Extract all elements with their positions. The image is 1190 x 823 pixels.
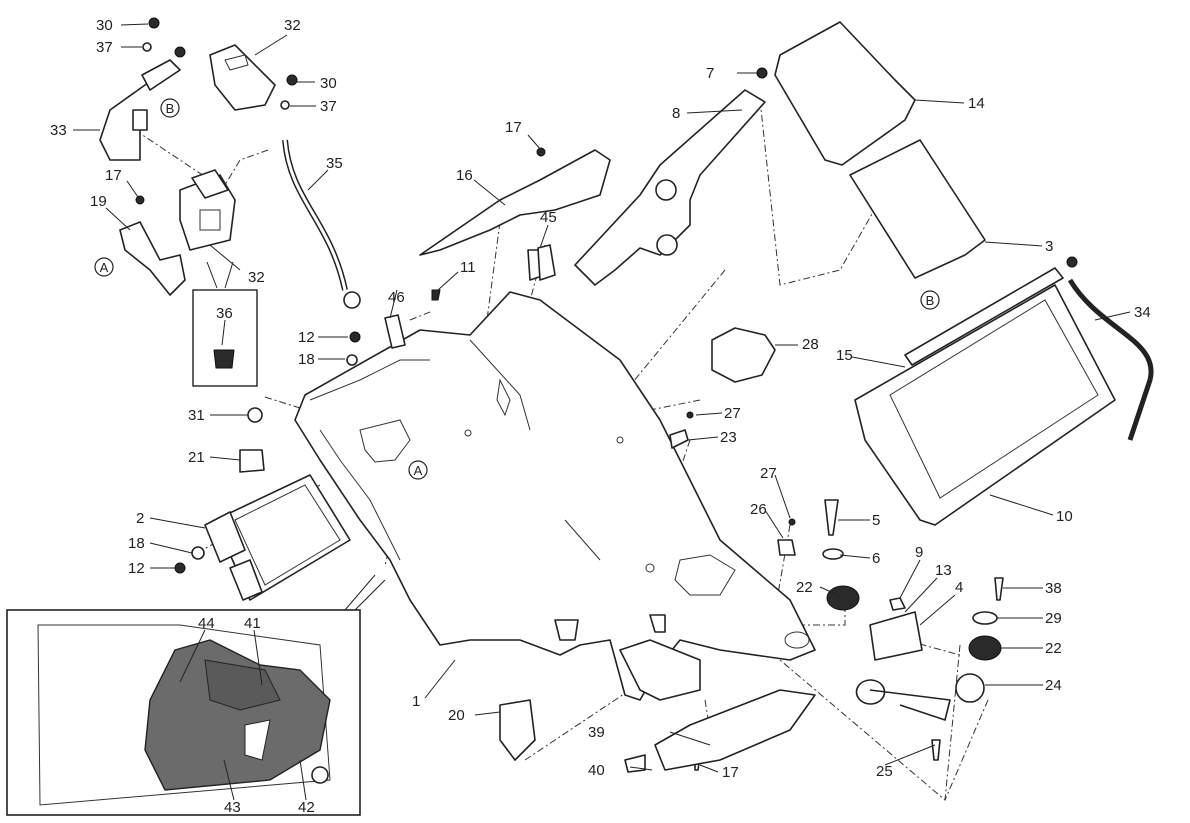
callout-labels: 30 37 33 17 19 32 30 37 35 32 36 46 11 1… [50, 17, 1151, 816]
callout: 43 [224, 799, 241, 816]
callout: 21 [188, 449, 205, 466]
part-36-fuse-box [192, 289, 258, 387]
part-14-battery-cover [774, 21, 916, 166]
callout: 28 [802, 336, 819, 353]
callout: 12 [128, 560, 145, 577]
callout: 10 [1056, 508, 1073, 525]
callout: 6 [872, 550, 880, 567]
callout: 17 [505, 119, 522, 136]
callout: 44 [198, 615, 215, 632]
callout: 4 [955, 579, 963, 596]
callout: 45 [540, 209, 557, 226]
callout: 27 [760, 465, 777, 482]
svg-text:B: B [166, 101, 175, 116]
callout: 1 [412, 693, 420, 710]
part-2-ecu [204, 474, 351, 601]
callout: 41 [244, 615, 261, 632]
callout: 17 [105, 167, 122, 184]
callout: 26 [750, 501, 767, 518]
callout: 19 [90, 193, 107, 210]
callout: 5 [872, 512, 880, 529]
callout: 39 [588, 724, 605, 741]
fuse-box-bracket [206, 261, 234, 289]
callout: 12 [298, 329, 315, 346]
svg-text:A: A [100, 260, 109, 275]
part-28-cover [711, 327, 776, 383]
callout: 27 [724, 405, 741, 422]
callout: 18 [128, 535, 145, 552]
callout: 8 [672, 105, 680, 122]
callout: 23 [720, 429, 737, 446]
part-16-bracket [419, 149, 611, 256]
callout: 7 [706, 65, 714, 82]
part-35-cable [282, 139, 361, 309]
part-15-strap [904, 267, 1064, 366]
svg-text:A: A [414, 463, 423, 478]
callout: 14 [968, 95, 985, 112]
callout: 15 [836, 347, 853, 364]
callout: 29 [1045, 610, 1062, 627]
callout: 36 [216, 305, 233, 322]
part-10-battery-box [854, 284, 1116, 526]
reference-marker-a-center: A [408, 460, 428, 480]
callout: 18 [298, 351, 315, 368]
callout: 25 [876, 763, 893, 780]
callout: 42 [298, 799, 315, 816]
part-33-cable [99, 46, 186, 161]
svg-text:B: B [926, 293, 935, 308]
callout: 32 [248, 269, 265, 286]
part-1-undertray [294, 291, 816, 701]
callout: 30 [320, 75, 337, 92]
part-32-starter-relay [179, 169, 236, 251]
callout: 35 [326, 155, 343, 172]
callout: 22 [1045, 640, 1062, 657]
callout: 16 [456, 167, 473, 184]
reference-marker-a-left: A [94, 257, 114, 277]
callout: 3 [1045, 238, 1053, 255]
callout: 33 [50, 122, 67, 139]
reference-marker-b-left: B [160, 98, 180, 118]
part-45-grommet [537, 244, 556, 281]
reference-marker-b-right: B [920, 290, 940, 310]
callout: 34 [1134, 304, 1151, 321]
hardware [135, 17, 1078, 773]
callout: 32 [284, 17, 301, 34]
callout: 11 [460, 259, 476, 276]
callout: 24 [1045, 677, 1062, 694]
callout: 17 [722, 764, 739, 781]
callout: 46 [388, 289, 405, 306]
callout: 30 [96, 17, 113, 34]
leader-lines [73, 23, 1131, 801]
part-19-bracket [119, 221, 186, 296]
callout: 38 [1045, 580, 1062, 597]
callout: 37 [96, 39, 113, 56]
part-39-panel [654, 689, 816, 771]
callout: 40 [588, 762, 605, 779]
part-8-bracket [574, 89, 766, 286]
detail-inset [6, 574, 386, 816]
callout: 2 [136, 510, 144, 527]
part-3-battery [849, 139, 986, 279]
callout: 22 [796, 579, 813, 596]
callout: 9 [915, 544, 923, 561]
callout: 20 [448, 707, 465, 724]
part-32-relay-cover [209, 44, 276, 111]
callout: 13 [935, 562, 952, 579]
callout: 31 [188, 407, 205, 424]
callout: 37 [320, 98, 337, 115]
part-34-cable [1067, 278, 1154, 441]
